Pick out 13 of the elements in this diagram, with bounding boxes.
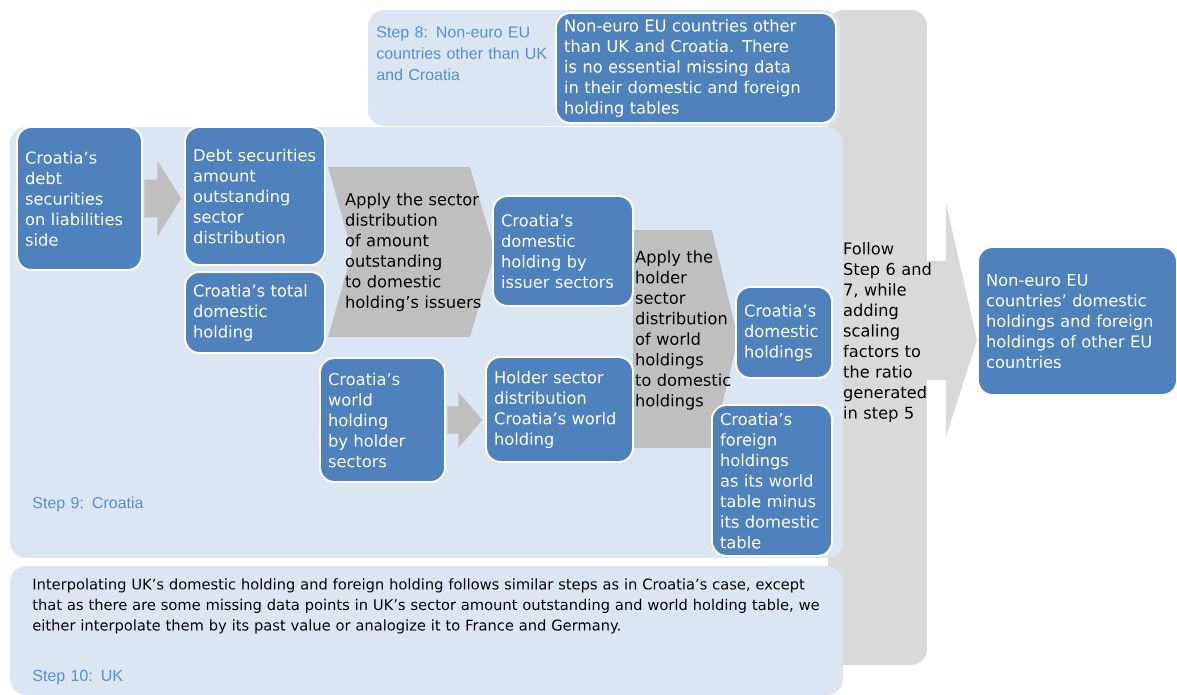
node-label: Step 9: Croatia bbox=[33, 496, 144, 512]
process-box: Non-euro EU countries’ domestic holdings and foreign holdings of other EU countries bbox=[977, 246, 1177, 396]
process-box: Debt securities amount outstanding sector distribution bbox=[184, 126, 326, 266]
process-box: Croatia’s debt securities on liabilities side bbox=[16, 126, 143, 271]
process-box: Croatia’s foreign holdings as its world table minus its domestic table bbox=[711, 404, 833, 557]
process-box: Croatia’s total domestic holding bbox=[184, 271, 326, 354]
process-box: Croatia’s world holding by holder sectors bbox=[319, 357, 446, 483]
step-panel: Interpolating UK’s domestic holding and foreign holding follows similar steps as in Croatia’s case, except that as there are some missing data points in UK’s sector amount outstanding and world holding table, we either interpolate them by its past value or analogize it to France and Germany. Step 10: UK bbox=[10, 566, 843, 695]
process-box: Holder sector distribution Croatia’s world holding bbox=[485, 356, 634, 463]
process-box: Croatia’s domestic holdings bbox=[735, 286, 833, 379]
process-box: Non-euro EU countries other than UK and Croatia. There is no essential missing data in their domestic and foreign holding tables bbox=[555, 12, 837, 124]
process-box: Croatia’s domestic holding by issuer sectors bbox=[492, 195, 634, 307]
node-label: Step 8: Non-euro EU countries other than UK and Croatia bbox=[376, 26, 547, 81]
